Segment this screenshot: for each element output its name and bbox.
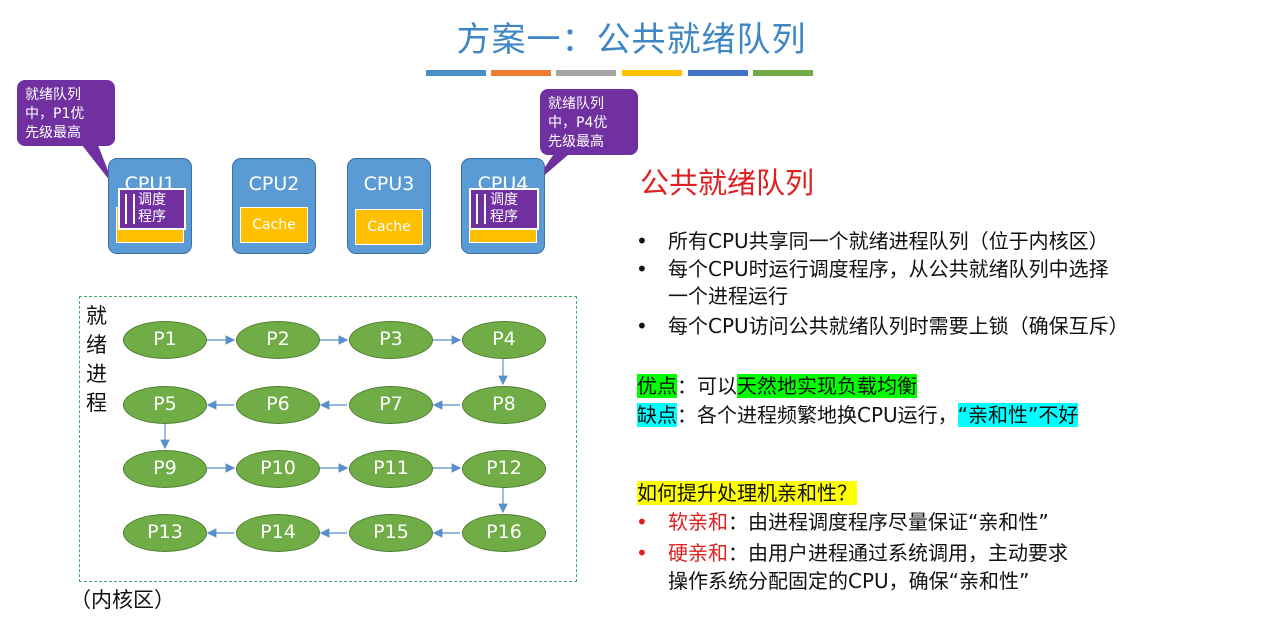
hard-affinity-item: • 硬亲和：由用户进程通过系统调用，主动要求 操作系统分配固定的CPU，确保“亲…	[636, 539, 1068, 595]
process-node: P8	[462, 386, 546, 424]
soft-affinity-text: ：由进程调度程序尽量保证“亲和性”	[728, 510, 1049, 534]
process-node: P9	[123, 450, 207, 488]
process-node: P11	[349, 450, 433, 488]
process-node: P1	[123, 321, 207, 359]
title-underline-bar-3	[556, 70, 616, 76]
scheduler-label: 调度	[138, 192, 166, 208]
bullet-dot-icon: •	[636, 510, 648, 534]
cpu-3-cache: Cache	[355, 209, 423, 245]
cpu-2-label: CPU2	[248, 173, 300, 195]
cpu-1-scheduler: 调度 程序	[118, 188, 186, 230]
cpu-4: CPU4 Cache 调度 程序	[461, 158, 545, 254]
cpu-2: CPU2 Cache	[232, 158, 316, 254]
bullet-dot-icon: •	[636, 257, 648, 281]
callout-left-line: 中，P1优	[25, 106, 85, 122]
scheduler-label: 调度	[490, 192, 518, 208]
bullet-dot-icon: •	[636, 314, 648, 338]
process-node: P3	[349, 321, 433, 359]
process-node: P4	[462, 321, 546, 359]
callout-right-line: 就绪队列	[548, 96, 604, 112]
bullet-item: • 每个CPU时运行调度程序，从公共就绪队列中选择 一个进程运行	[636, 256, 1248, 310]
bullet-text: 每个CPU访问公共就绪队列时需要上锁（确保互斥）	[668, 314, 1129, 338]
pros-sep: ：可以	[677, 374, 737, 398]
cpu-4-scheduler: 调度 程序	[469, 188, 539, 230]
scroll-edge-icon	[125, 194, 135, 224]
ready-label-char: 就	[86, 304, 107, 328]
bullet-text: 一个进程运行	[668, 284, 788, 308]
pros-line: 优点：可以天然地实现负载均衡	[637, 372, 917, 400]
question-text: 如何提升处理机亲和性？	[637, 481, 857, 505]
bullet-text: 每个CPU时运行调度程序，从公共就绪队列中选择	[668, 257, 1109, 281]
ready-label-char: 程	[86, 391, 107, 415]
kernel-region-box	[79, 296, 577, 582]
cpu-3: CPU3 Cache	[347, 158, 431, 254]
title-underline-bar-2	[491, 70, 551, 76]
kernel-label: （内核区）	[70, 588, 175, 612]
process-node: P15	[349, 514, 433, 552]
ready-process-label: 就 绪 进 程	[86, 302, 110, 418]
scroll-edge-icon	[476, 194, 486, 224]
bullet-dot-icon: •	[636, 229, 648, 253]
hard-affinity-text-2: 操作系统分配固定的CPU，确保“亲和性”	[668, 569, 1030, 593]
callout-left-line: 就绪队列	[25, 87, 81, 103]
bullet-item: • 每个CPU访问公共就绪队列时需要上锁（确保互斥）	[636, 313, 1248, 340]
process-node: P6	[236, 386, 320, 424]
process-node: P13	[123, 514, 207, 552]
scheduler-label: 程序	[138, 209, 166, 225]
title-underline-bar-1	[426, 70, 486, 76]
pros-label: 优点	[637, 374, 677, 398]
title-underline-bar-6	[753, 70, 813, 76]
hard-affinity-text: ：由用户进程通过系统调用，主动要求	[728, 541, 1068, 565]
ready-label-char: 绪	[86, 333, 107, 357]
soft-affinity-item: • 软亲和：由进程调度程序尽量保证“亲和性”	[636, 508, 1049, 536]
callout-right: 就绪队列 中，P4优 先级最高	[540, 89, 638, 155]
scheduler-label: 程序	[490, 209, 518, 225]
bullet-dot-icon: •	[636, 541, 648, 565]
callout-right-line: 中，P4优	[548, 115, 608, 131]
callout-left: 就绪队列 中，P1优 先级最高	[17, 80, 115, 146]
soft-affinity-label: 软亲和	[668, 510, 728, 534]
cons-sep: ：各个进程频繁地换CPU运行，	[677, 403, 958, 427]
process-node: P5	[123, 386, 207, 424]
pros-value: 天然地实现负载均衡	[737, 374, 917, 398]
title-underline-bar-5	[688, 70, 748, 76]
callout-right-line: 先级最高	[548, 134, 604, 150]
cpu-3-label: CPU3	[363, 173, 415, 195]
process-node: P2	[236, 321, 320, 359]
title-underline-bar-4	[622, 70, 682, 76]
cons-line: 缺点：各个进程频繁地换CPU运行，“亲和性”不好	[637, 401, 1079, 429]
process-node: P12	[462, 450, 546, 488]
cons-value: “亲和性”不好	[957, 403, 1079, 427]
cpu-2-cache: Cache	[240, 207, 308, 243]
process-node: P10	[236, 450, 320, 488]
page-title: 方案一：公共就绪队列	[456, 20, 807, 60]
process-node: P7	[349, 386, 433, 424]
process-node: P14	[236, 514, 320, 552]
section-heading: 公共就绪队列	[640, 166, 815, 200]
bullet-item: • 所有CPU共享同一个就绪进程队列（位于内核区）	[636, 228, 1248, 255]
ready-label-char: 进	[86, 362, 107, 386]
callout-left-line: 先级最高	[25, 125, 81, 141]
hard-affinity-label: 硬亲和	[668, 541, 728, 565]
affinity-question: 如何提升处理机亲和性？	[637, 479, 857, 507]
cons-label: 缺点	[637, 403, 677, 427]
bullet-text: 所有CPU共享同一个就绪进程队列（位于内核区）	[668, 229, 1109, 253]
process-node: P16	[462, 514, 546, 552]
cpu-1: CPU1 Cache 调度 程序	[108, 158, 192, 254]
